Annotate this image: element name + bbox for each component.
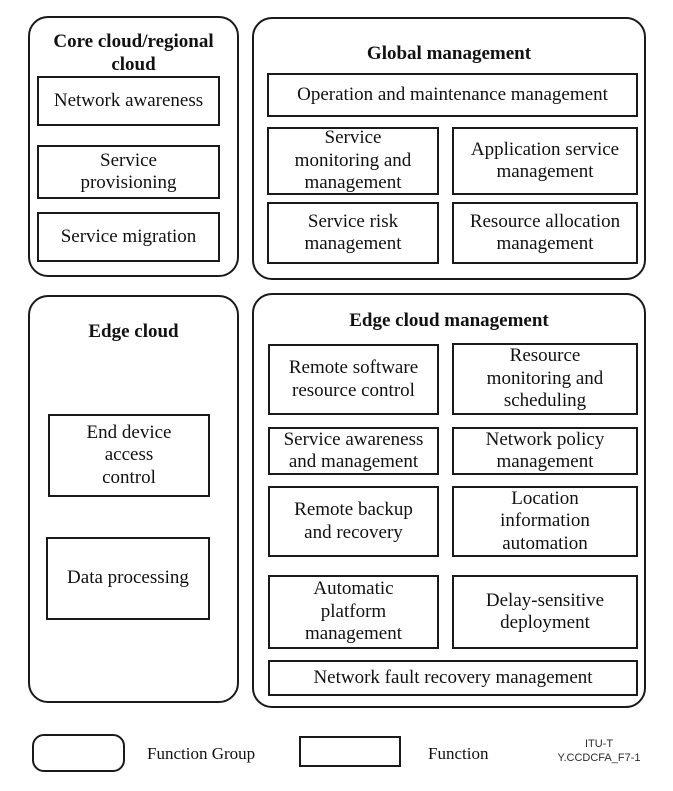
group-title-edge-cloud: Edge cloud [88, 321, 179, 342]
figure-id: ITU-T Y.CCDCFA_F7-1 [557, 738, 641, 765]
function-box-service-migration: Service migration [37, 212, 220, 262]
group-title-global-management: Global management [366, 43, 532, 64]
function-box-service-risk-management: Service risk management [267, 202, 439, 264]
function-box-network-awareness: Network awareness [37, 76, 220, 126]
legend-function-symbol [299, 736, 401, 767]
group-edge-cloud-management: Edge cloud management Remote software re… [252, 293, 646, 708]
group-global-management: Global management Operation and maintena… [252, 17, 646, 280]
function-box-service-provisioning: Service provisioning [37, 145, 220, 199]
function-box-location-information-automation: Location information automation [452, 486, 638, 557]
function-box-application-service-management: Application service management [452, 127, 638, 195]
function-box-operation-maintenance-management: Operation and maintenance management [267, 73, 638, 117]
group-title-edge-cloud-management: Edge cloud management [349, 310, 549, 331]
function-box-remote-software-resource-control: Remote software resource control [268, 344, 439, 415]
function-box-network-fault-recovery-management: Network fault recovery management [268, 660, 638, 696]
function-box-delay-sensitive-deployment: Delay-sensitive deployment [452, 575, 638, 649]
group-core-cloud: Core cloud/regional cloud Network awaren… [28, 16, 239, 277]
function-box-network-policy-management: Network policy management [452, 427, 638, 475]
group-title-core-cloud: Core cloud/regional cloud [53, 31, 214, 75]
legend-function-group-symbol [32, 734, 125, 772]
legend-function-group-label: Function Group [147, 744, 256, 763]
function-box-resource-allocation-management: Resource allocation management [452, 202, 638, 264]
function-box-end-device-access-control: End device access control [48, 414, 210, 497]
group-edge-cloud: Edge cloud End device access control Dat… [28, 295, 239, 703]
legend-function-label: Function [428, 744, 489, 763]
function-box-resource-monitoring-scheduling: Resource monitoring and scheduling [452, 343, 638, 415]
function-box-service-awareness-management: Service awareness and management [268, 427, 439, 475]
function-box-remote-backup-recovery: Remote backup and recovery [268, 486, 439, 557]
function-box-automatic-platform-management: Automatic platform management [268, 575, 439, 649]
function-box-service-monitoring-management: Service monitoring and management [267, 127, 439, 195]
function-box-data-processing: Data processing [46, 537, 210, 620]
